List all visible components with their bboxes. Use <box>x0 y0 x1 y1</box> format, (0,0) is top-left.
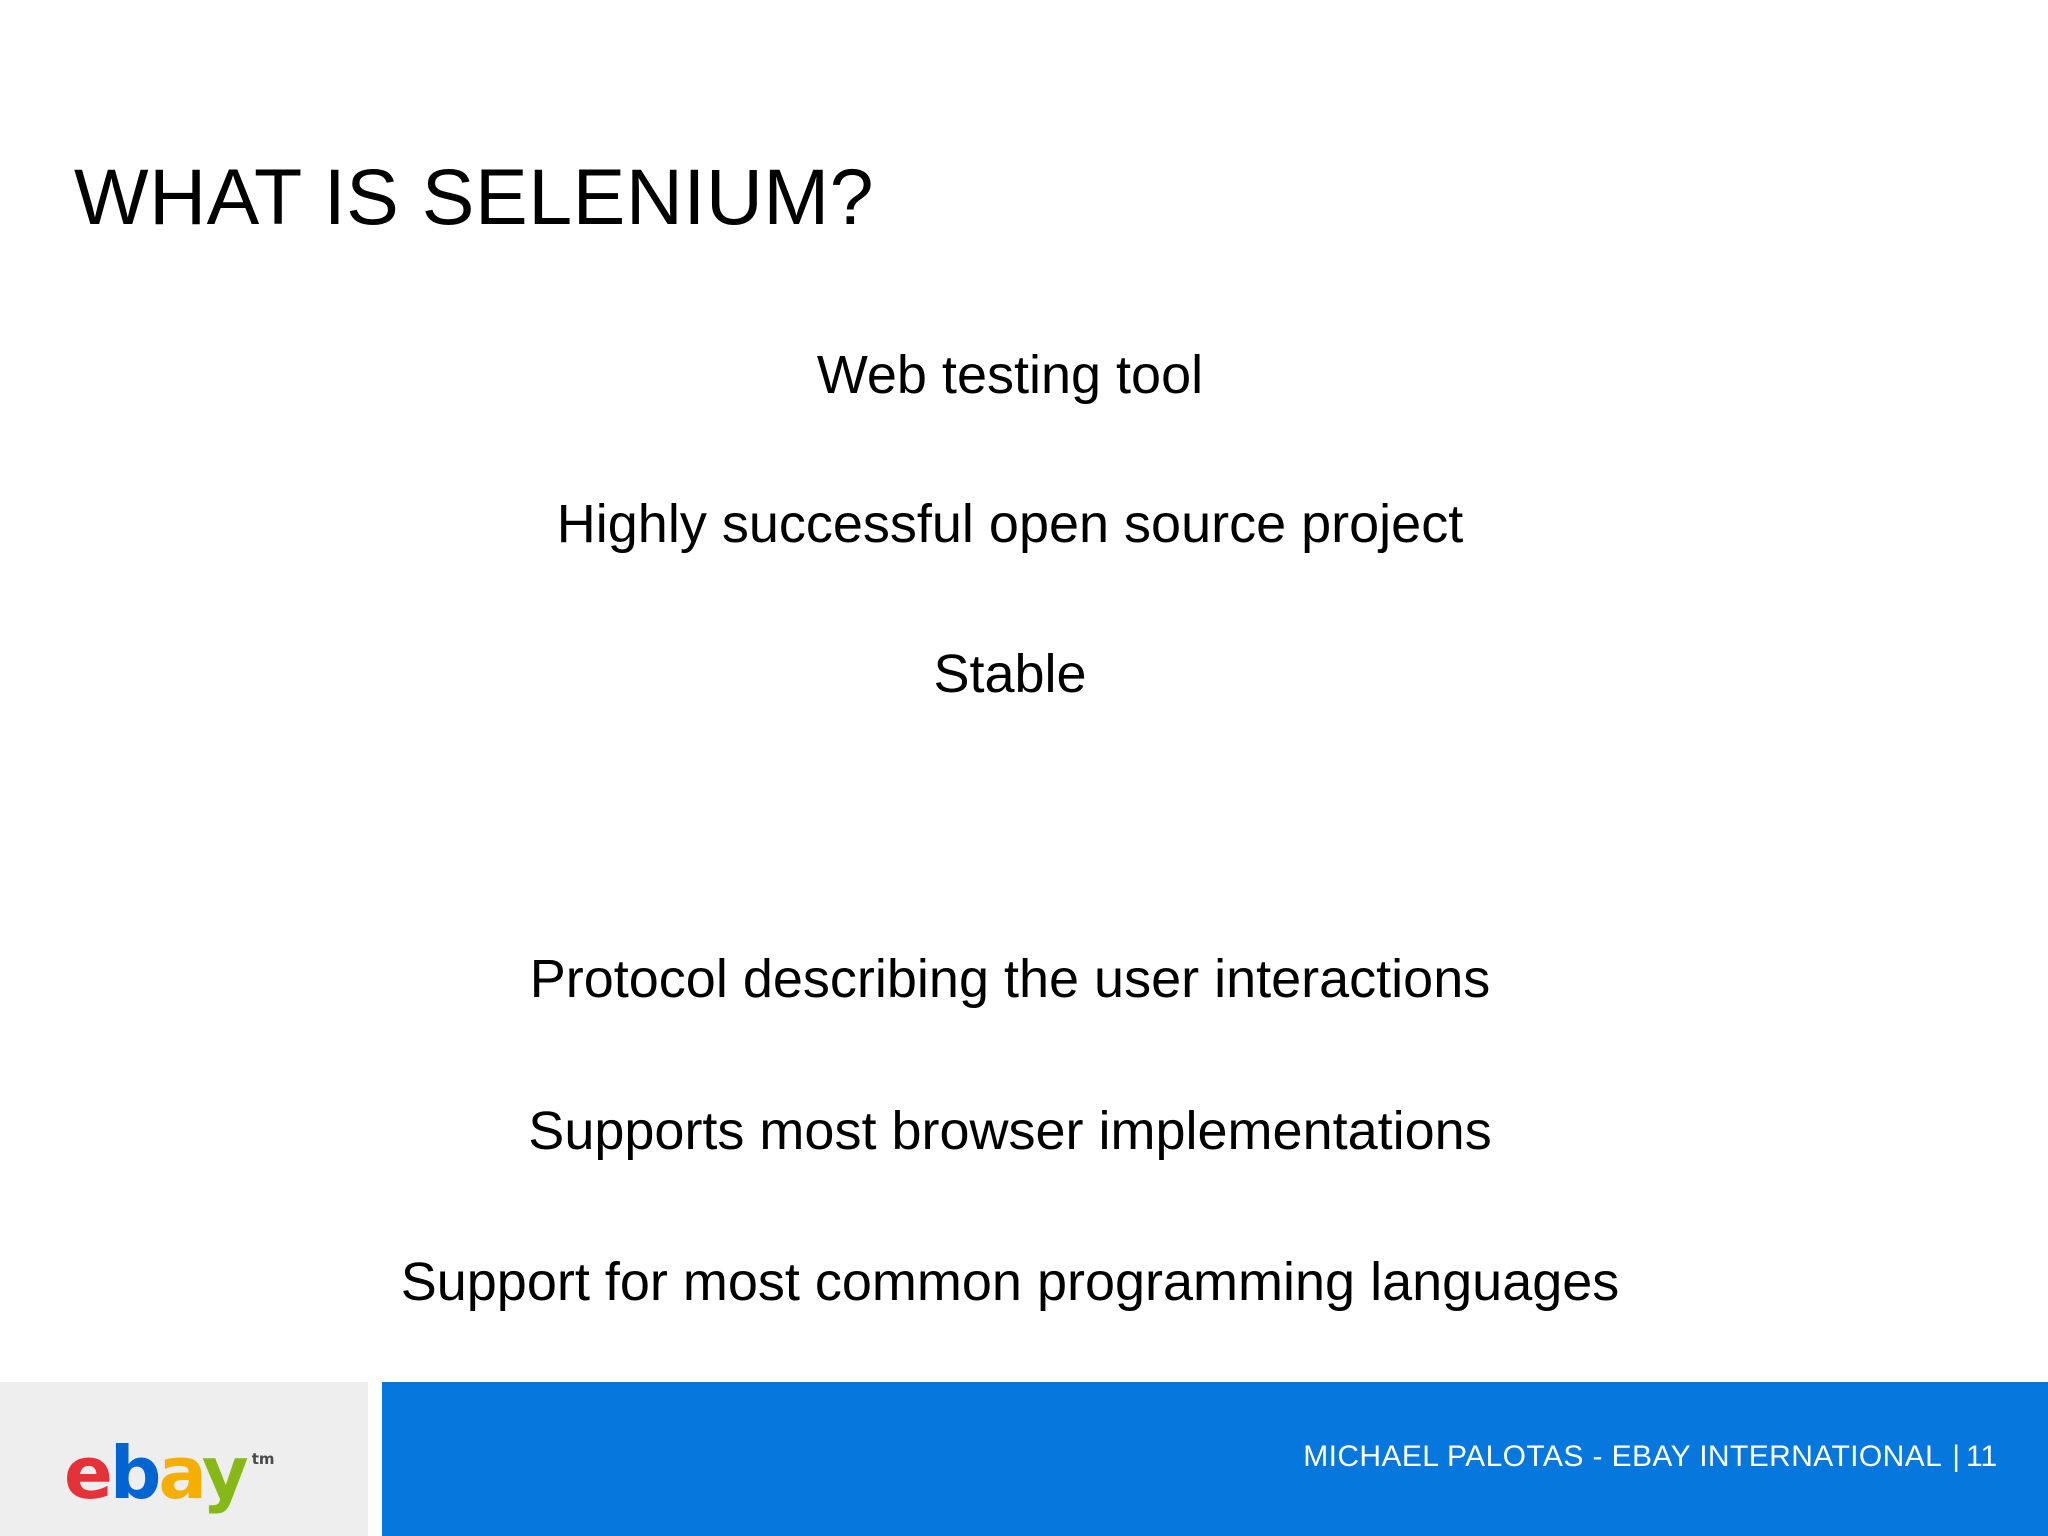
body-line-2: Highly successful open source project <box>0 497 2048 551</box>
body-line-5-text: Supports most browser implementations <box>528 1101 1492 1161</box>
trademark-icon: tm <box>251 1450 275 1468</box>
footer-text-group: MICHAEL PALOTAS - EBAY INTERNATIONAL |11 <box>382 1440 2048 1474</box>
body-line-6-text: Support for most common programming lang… <box>400 1252 1620 1312</box>
body-line-1: Web testing tool <box>0 348 2048 402</box>
body-line-3-text: Stable <box>933 644 1087 704</box>
body-line-1-text: Web testing tool <box>816 345 1204 405</box>
footer-page-number: 11 <box>1966 1440 1998 1473</box>
body-line-4: Protocol describing the user interaction… <box>0 952 2048 1006</box>
ebay-logo-letter-e: e <box>64 1431 113 1515</box>
ebay-logo-letter-b: b <box>109 1431 162 1515</box>
page-title: WHAT IS SELENIUM? <box>74 151 875 241</box>
ebay-logo-letter-a: a <box>158 1431 204 1515</box>
footer-credit-text: MICHAEL PALOTAS - EBAY INTERNATIONAL <box>1303 1440 1943 1473</box>
body-line-4-text: Protocol describing the user interaction… <box>529 949 1491 1009</box>
footer-bar: MICHAEL PALOTAS - EBAY INTERNATIONAL |11 <box>382 1382 2048 1536</box>
body-line-3: Stable <box>0 647 2048 701</box>
body-line-2-text: Highly successful open source project <box>556 494 1464 554</box>
footer-separator: | <box>1952 1440 1960 1473</box>
footer-logo-panel <box>0 1382 368 1536</box>
body-line-5: Supports most browser implementations <box>0 1104 2048 1158</box>
ebay-logo-letter-y: y <box>201 1431 249 1515</box>
body-line-6: Support for most common programming lang… <box>0 1255 2048 1309</box>
